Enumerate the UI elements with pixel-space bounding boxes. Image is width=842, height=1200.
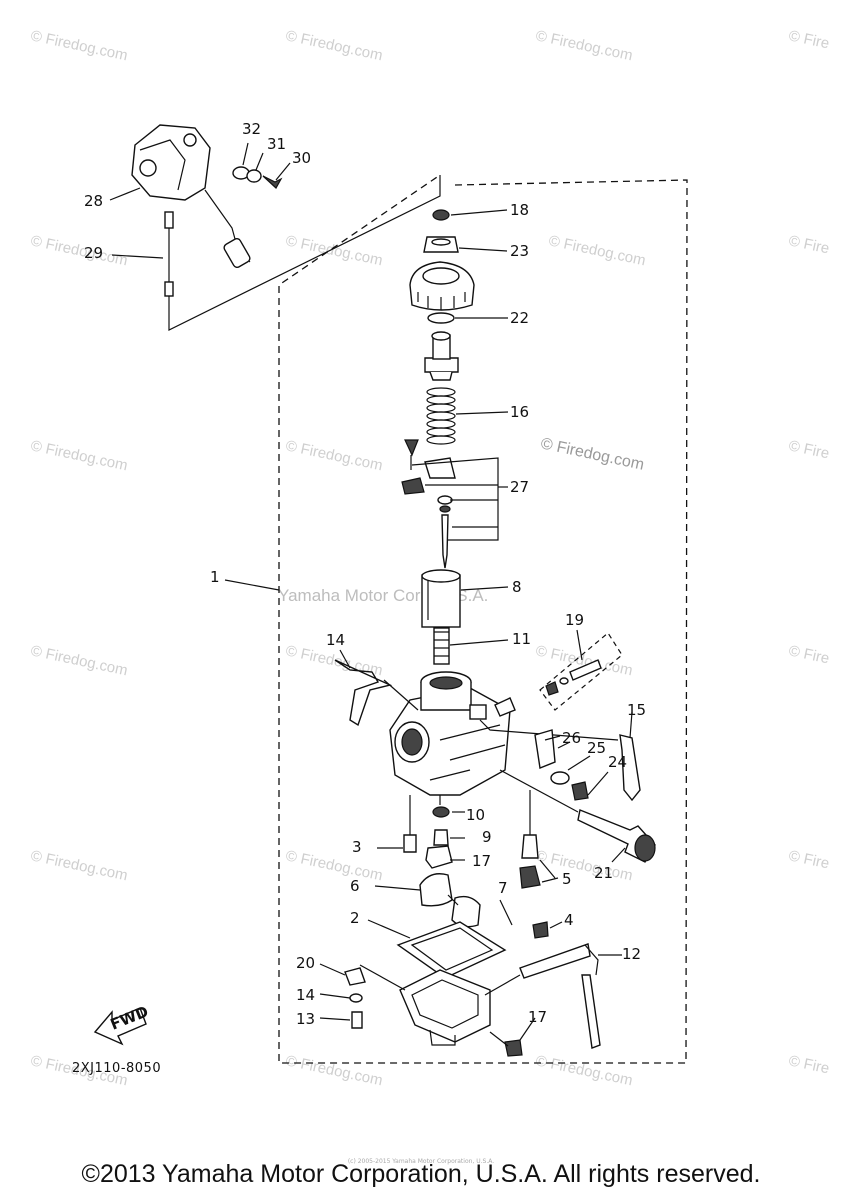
- callout-20: 19: [565, 611, 584, 629]
- callout-30: 29: [84, 244, 103, 262]
- callout-21: 20: [296, 954, 315, 972]
- watermark-highlight: © Firedog.com: [539, 435, 645, 473]
- callout-6: 6: [350, 877, 360, 895]
- fwd-arrow: FWD: [93, 1002, 151, 1046]
- watermark: © Firedog.com: [547, 232, 647, 269]
- callout-32: 31: [267, 135, 286, 153]
- float-bowl: [319, 963, 536, 1057]
- watermark: © Firedog.com: [284, 437, 384, 474]
- throttle-cable-assembly: [109, 124, 291, 297]
- pilot-screw-set: [539, 629, 623, 711]
- leader-lines: [224, 579, 561, 741]
- callout-7: 7: [498, 879, 508, 897]
- watermark: © Firedog.com: [29, 847, 129, 884]
- callout-14: 14: [296, 986, 315, 1004]
- watermark: © Fire: [787, 1052, 831, 1077]
- callout-13: 13: [296, 1010, 315, 1028]
- watermark: © Firedog.com: [29, 27, 129, 64]
- throttle-stop-parts: [534, 729, 609, 801]
- choke-plunger: [499, 769, 656, 863]
- vent-hose-right: [479, 711, 641, 802]
- callout-9: 9: [482, 828, 492, 846]
- callout-31: 30: [292, 149, 311, 167]
- callout-28: 27: [510, 478, 529, 496]
- watermark: © Firedog.com: [534, 27, 634, 64]
- callout-29: 28: [84, 192, 103, 210]
- callout-26: 25: [587, 739, 606, 757]
- watermark: © Firedog.com: [534, 1052, 634, 1089]
- callout-16: 17: [472, 852, 491, 870]
- callout-18: 17: [528, 1008, 547, 1026]
- callout-24: 23: [510, 242, 529, 260]
- callout-27: 26: [562, 729, 581, 747]
- watermark: © Fire: [787, 642, 831, 667]
- carburetor-body: [389, 671, 516, 796]
- callout-2: 2: [350, 909, 360, 927]
- copyright-notice: ©2013 Yamaha Motor Corporation, U.S.A. A…: [81, 1160, 761, 1188]
- watermark: © Firedog.com: [284, 847, 384, 884]
- callout-4: 4: [564, 911, 574, 929]
- drawing-code: 2XJ110-8050: [72, 1061, 162, 1076]
- callouts: 32 31 30 28 29 18 23 22 16 27 1 8 11 19 …: [84, 120, 646, 1028]
- spring-17: [426, 387, 456, 445]
- callout-10: 10: [466, 806, 485, 824]
- callout-15-left: 14: [326, 631, 345, 649]
- float-bowl-gasket: [367, 919, 507, 979]
- watermark: © Fire: [787, 232, 831, 257]
- callout-25: 24: [608, 753, 627, 771]
- watermark: © Firedog.com: [534, 847, 634, 884]
- callout-22: 21: [594, 864, 613, 882]
- watermark: © Fire: [787, 437, 831, 462]
- callout-5: 5: [562, 870, 572, 888]
- callout-17: 16: [510, 403, 529, 421]
- watermark: © Fire: [787, 847, 831, 872]
- callout-12: 12: [622, 945, 641, 963]
- callout-33: 32: [242, 120, 261, 138]
- callout-11: 11: [512, 630, 531, 648]
- callout-15-right: 15: [627, 701, 646, 719]
- watermark: © Fire: [787, 27, 831, 52]
- throttle-valve-stack: [401, 209, 509, 665]
- watermark: © Firedog.com: [29, 232, 129, 269]
- watermark: © Firedog.com: [284, 27, 384, 64]
- watermark: © Firedog.com: [284, 1052, 384, 1089]
- jets-and-lower-parts: [377, 790, 563, 939]
- float: [374, 873, 481, 928]
- vent-hose-left: [334, 649, 419, 727]
- overflow-hose: [484, 943, 622, 1049]
- tiny-copyright-note: (c) 2005-2015 Yamaha Motor Corporation, …: [347, 1158, 495, 1165]
- watermark: © Firedog.com: [29, 437, 129, 474]
- watermark: © Firedog.com: [284, 232, 384, 269]
- callout-1: 1: [210, 568, 220, 586]
- callout-8: 8: [512, 578, 522, 596]
- callout-19: 18: [510, 201, 529, 219]
- assembly-boundary: [168, 174, 688, 1064]
- watermark: © Firedog.com: [29, 642, 129, 679]
- callout-3: 3: [352, 838, 362, 856]
- callout-23: 22: [510, 309, 529, 327]
